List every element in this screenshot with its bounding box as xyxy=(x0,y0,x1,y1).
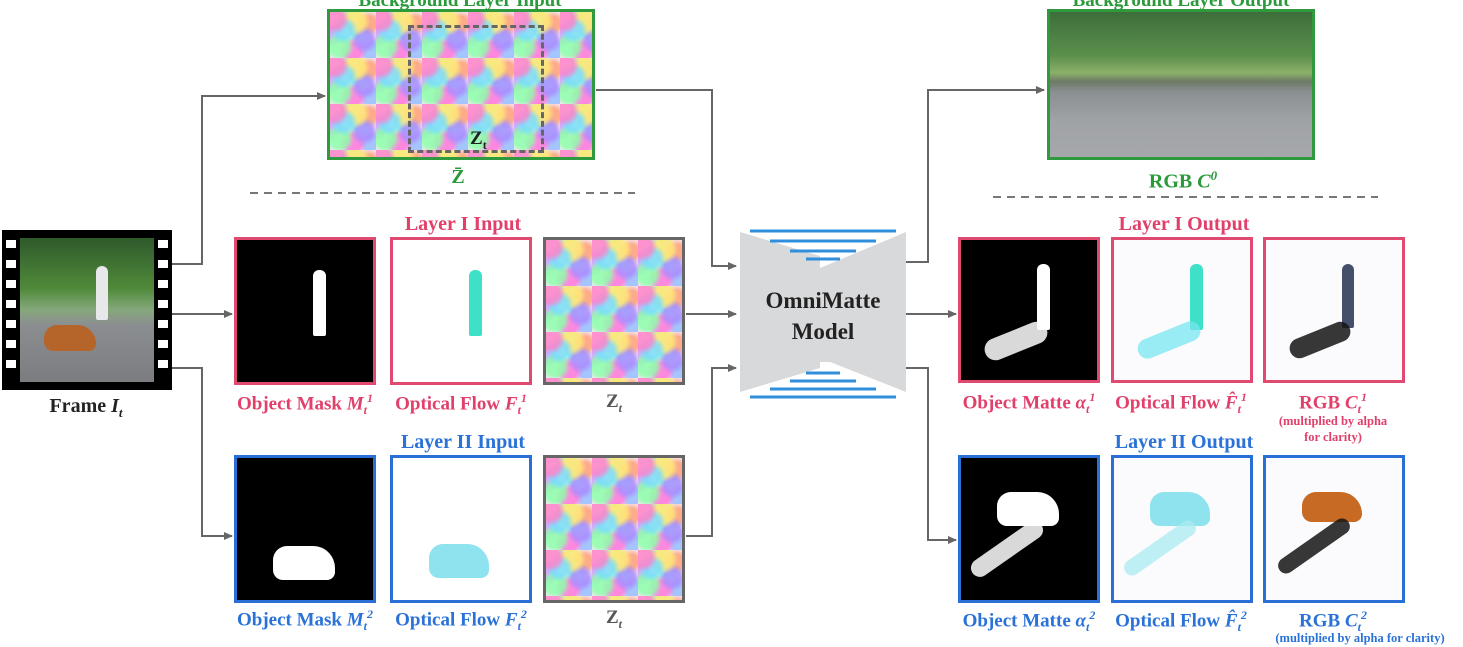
layer1-matte-label: Object Matte αt1 xyxy=(962,390,1096,417)
layer2-rgb-label: RGB Ct2 xyxy=(1299,608,1367,635)
model-block xyxy=(740,229,906,399)
film-strip xyxy=(2,230,172,390)
layer1-mask-image xyxy=(234,237,376,385)
video-frame-image xyxy=(20,238,154,382)
layer1-noise-label: Zt xyxy=(605,391,623,415)
layer2-mask-image xyxy=(234,455,376,603)
frame-label: Frame It xyxy=(49,395,123,420)
background-input-caption: Z̄ xyxy=(451,166,465,188)
layer1-rgb-label: RGB Ct1 xyxy=(1299,390,1367,417)
layer1-input-title: Layer I Input xyxy=(404,213,522,235)
layer2-flow-label: Optical Flow Ft2 xyxy=(395,607,527,634)
layer1-rgb-note-line1: (multiplied by alpha xyxy=(1278,414,1388,428)
background-output-title: Background Layer Output xyxy=(1072,0,1290,11)
layer1-matte-image xyxy=(958,237,1100,383)
layer2-rgb-image xyxy=(1263,455,1405,603)
layer1-rgb-image xyxy=(1263,237,1405,383)
arrow-frame-to-background xyxy=(172,92,326,265)
layer2-rgb-note: (multiplied by alpha for clarity) xyxy=(1275,631,1445,645)
arrow-frame-to-layer2 xyxy=(172,367,233,540)
crop-window xyxy=(408,25,544,153)
layer2-noise-image xyxy=(543,455,685,603)
layer2-matte-label: Object Matte αt2 xyxy=(962,608,1096,635)
layer1-flow-image xyxy=(390,237,532,385)
arrow-layer2-to-model xyxy=(686,364,737,537)
layer1-mask-label: Object Mask Mt1 xyxy=(236,391,374,418)
layer2-matte-image xyxy=(958,455,1100,603)
arrow-model-to-bg-output xyxy=(905,86,1045,263)
background-input-title: Background Layer Input xyxy=(358,0,562,11)
layer2-noise-label: Zt xyxy=(605,607,623,631)
layer2-mask-label: Object Mask Mt2 xyxy=(236,607,374,634)
layer2-output-title: Layer II Output xyxy=(1114,431,1254,453)
background-rgb-image xyxy=(1047,9,1315,160)
layer1-noise-image xyxy=(543,237,685,385)
layer1-flow-output-label: Optical Flow F̂t1 xyxy=(1115,390,1247,417)
layer2-input-title: Layer II Input xyxy=(400,431,526,453)
layer1-flow-label: Optical Flow Ft1 xyxy=(395,391,527,418)
layer1-rgb-note-line2: for clarity) xyxy=(1304,430,1362,444)
layer1-flow-output-image xyxy=(1111,237,1253,383)
background-output-caption: RGB C0 xyxy=(1148,168,1218,193)
layer2-flow-image xyxy=(390,455,532,603)
arrow-model-to-layer2-output xyxy=(905,367,957,544)
crop-label: Zt xyxy=(470,128,487,152)
arrow-bg-to-model xyxy=(596,89,737,270)
layer1-output-title: Layer I Output xyxy=(1118,213,1250,235)
model-label-line2: Model xyxy=(791,319,855,344)
model-label-line1: OmniMatte xyxy=(765,288,881,313)
background-noise-image: Zt xyxy=(327,9,595,160)
model-bars xyxy=(750,229,896,399)
layer2-flow-output-label: Optical Flow F̂t2 xyxy=(1115,608,1247,635)
layer2-flow-output-image xyxy=(1111,455,1253,603)
